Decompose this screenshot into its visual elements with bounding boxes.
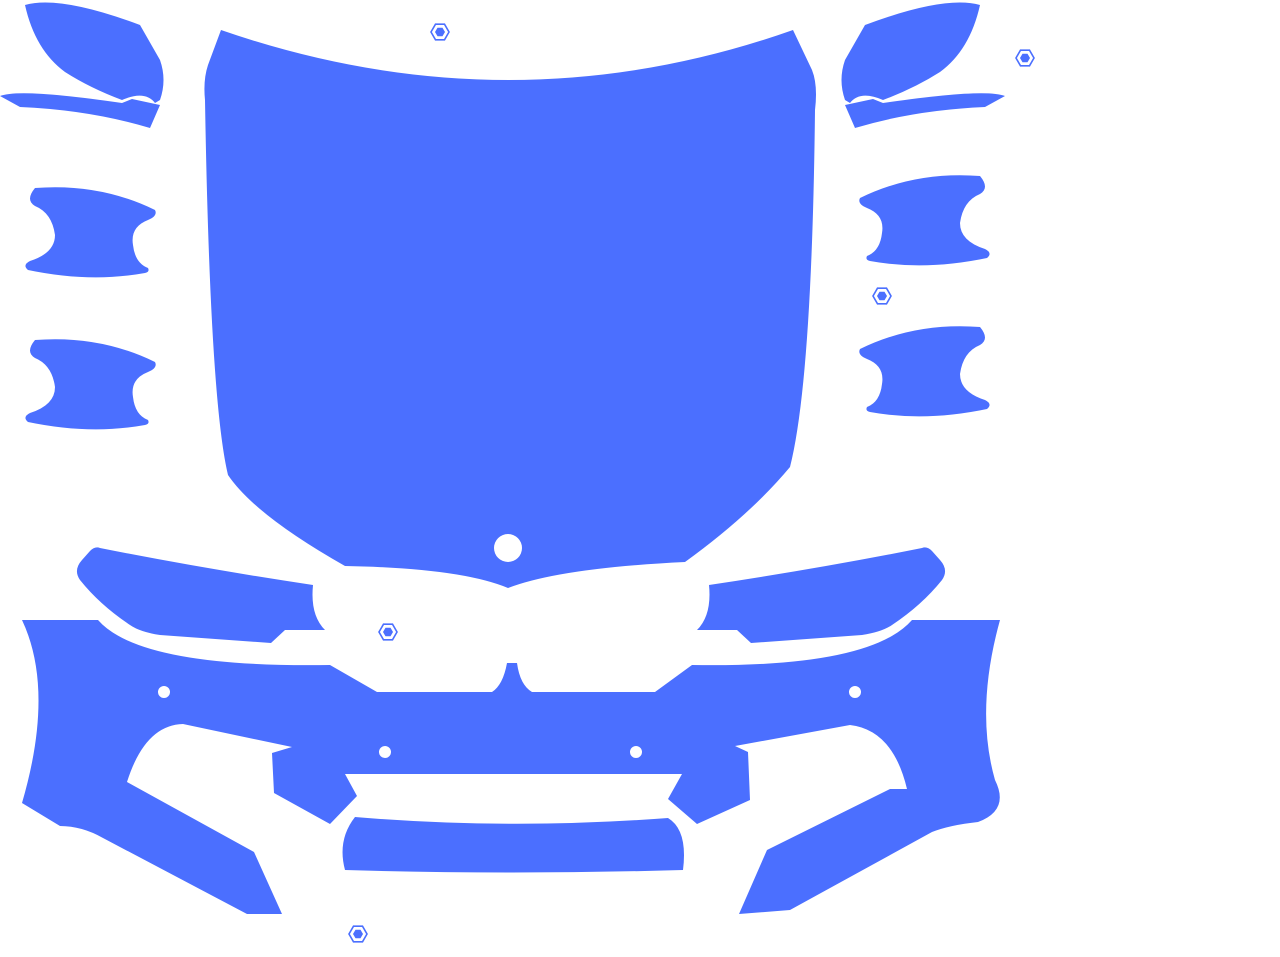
hexagon-nut-icon (378, 623, 398, 641)
hexagon-nut-icon (1015, 49, 1035, 67)
headlight-left[interactable] (76, 547, 325, 643)
door-handle-cup-right-rear[interactable] (859, 326, 990, 417)
hexagon-nut-icon (430, 23, 450, 41)
front-bumper[interactable] (22, 620, 1000, 914)
hood-panel[interactable] (204, 30, 816, 588)
hexagon-nut-icon (348, 925, 368, 943)
hexagon-nut-icon (872, 287, 892, 305)
door-handle-cup-left-front[interactable] (25, 187, 156, 278)
door-handle-cup-right-front[interactable] (859, 175, 990, 266)
lower-grille[interactable] (342, 817, 684, 873)
mirror-right[interactable] (841, 2, 1006, 129)
mirror-left[interactable] (0, 2, 164, 129)
door-handle-cup-left-rear[interactable] (25, 339, 156, 430)
